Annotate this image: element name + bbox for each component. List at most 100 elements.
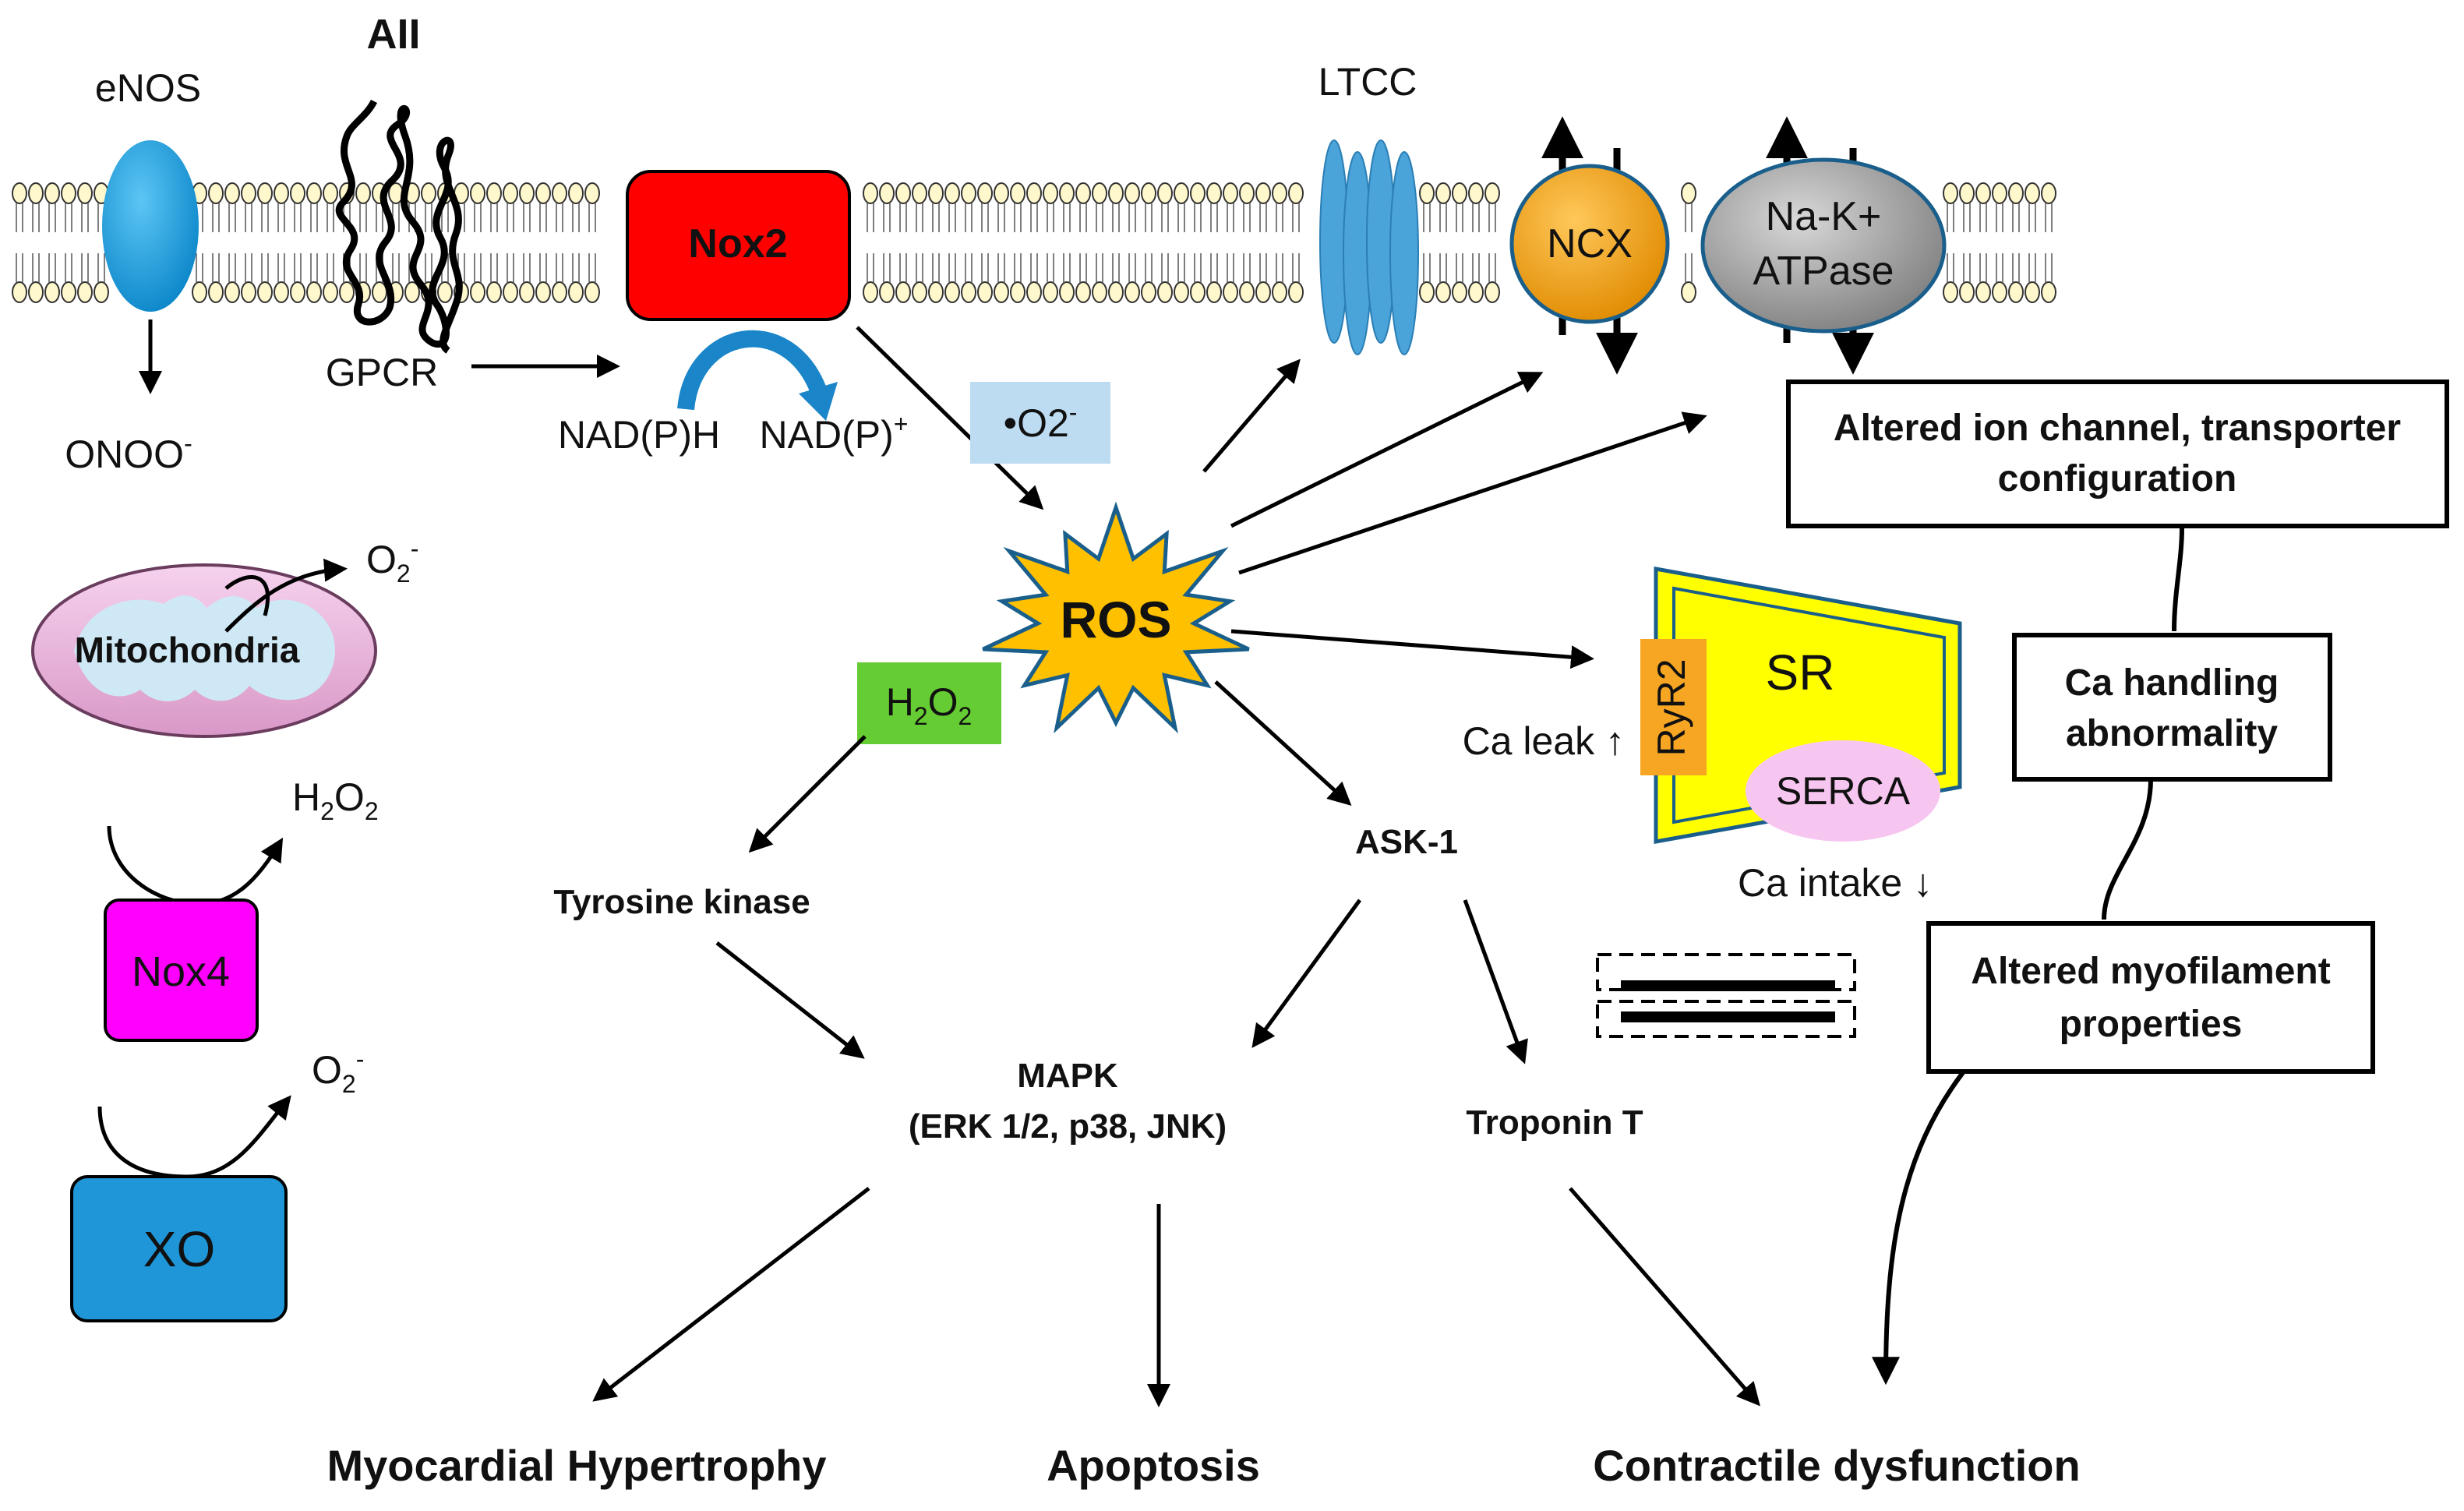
mapk-to-hypertrophy-arrow xyxy=(592,1187,870,1402)
ncx-group: NCX xyxy=(1509,116,1670,375)
lipid-tail xyxy=(261,253,269,283)
lipid-head xyxy=(961,182,976,204)
lipid-head xyxy=(928,281,944,303)
lipid-head xyxy=(961,281,976,303)
lipid-tail xyxy=(16,203,23,232)
lipid-head xyxy=(1026,281,1042,303)
lipid-tail xyxy=(965,253,973,283)
ros-group: ROS xyxy=(982,501,1250,734)
troponin-label: Troponin T xyxy=(1466,1103,1643,1142)
lipid-head xyxy=(1484,182,1500,204)
mito-arrow xyxy=(224,558,348,633)
nak-atpase-group: Na-K+ ATPase xyxy=(1700,116,1947,375)
xo-product-label: O2- xyxy=(312,1045,364,1098)
lipid-tail xyxy=(1292,253,1300,283)
lipid-head xyxy=(257,182,273,204)
onoo-label: ONOO- xyxy=(65,429,192,476)
nox2-label: Nox2 xyxy=(688,221,787,267)
lipid-head xyxy=(224,182,240,204)
lipid-tail xyxy=(539,203,547,232)
lipid-tail xyxy=(1210,253,1218,283)
tyrosine-kinase-label: Tyrosine kinase xyxy=(553,883,810,921)
lipid-tail xyxy=(327,253,334,283)
thick-filament-1 xyxy=(1621,980,1835,991)
lipid-head xyxy=(584,182,600,204)
lipid-tail xyxy=(425,253,432,283)
lipid-head xyxy=(28,281,44,303)
lipid-tail xyxy=(261,203,269,232)
hypertrophy-label: Myocardial Hypertrophy xyxy=(327,1441,826,1490)
mitochondria-group: Mitochondria O2- xyxy=(31,535,418,738)
lipid-tail xyxy=(359,203,367,232)
lipid-tail xyxy=(81,253,89,283)
lipid-tail xyxy=(359,253,367,283)
lipid-head xyxy=(2041,281,2056,303)
lipid-head xyxy=(437,281,453,303)
lipid-tail xyxy=(539,253,547,283)
lipid-head xyxy=(1288,182,1304,204)
superoxide-label: •O2- xyxy=(1004,398,1078,445)
sr-mid-highlight xyxy=(1663,576,1953,632)
lipid-head xyxy=(912,182,927,204)
lipid-tail xyxy=(965,203,973,232)
lipid-head xyxy=(1157,182,1173,204)
lipid-head xyxy=(1484,281,1500,303)
serca-label: SERCA xyxy=(1776,769,1911,813)
lipid-tail xyxy=(1276,203,1283,232)
lipid-head xyxy=(1255,281,1271,303)
lipid-tail xyxy=(1145,253,1153,283)
lipid-head xyxy=(1223,182,1238,204)
lipid-head xyxy=(1975,182,1991,204)
lipid-head xyxy=(944,281,960,303)
lipid-head xyxy=(863,182,878,204)
lipid-head xyxy=(486,281,502,303)
xo-box xyxy=(70,1175,288,1322)
lipid-head xyxy=(568,281,584,303)
mitochondria-label: Mitochondria xyxy=(75,630,300,670)
lipid-tail xyxy=(1227,203,1234,232)
lipid-tail xyxy=(916,253,923,283)
lipid-tail xyxy=(1145,203,1153,232)
lipid-tail xyxy=(245,203,252,232)
lipid-tail xyxy=(981,203,989,232)
ros-label: ROS xyxy=(1060,591,1171,648)
lipid-tail xyxy=(523,253,531,283)
lipid-tail xyxy=(948,253,956,283)
lipid-tail xyxy=(32,253,40,283)
lipid-tail xyxy=(997,203,1005,232)
lipid-tail xyxy=(1177,203,1185,232)
h2o2-group: H2O2 xyxy=(857,662,1001,744)
lipid-tail xyxy=(883,253,891,283)
lipid-tail xyxy=(1947,203,1954,232)
lipid-tail xyxy=(212,203,220,232)
lipid-tail xyxy=(1472,253,1480,283)
lipid-head xyxy=(1468,182,1484,204)
lipid-head xyxy=(44,281,60,303)
nox4-box xyxy=(104,898,259,1042)
lipid-head xyxy=(94,281,109,303)
lipid-head xyxy=(879,182,895,204)
lipid-tail xyxy=(310,253,318,283)
lipid-head xyxy=(1075,281,1091,303)
lipid-tail xyxy=(1423,253,1431,283)
ca-handling-box xyxy=(2012,633,2332,782)
ask1-to-troponin-arrow xyxy=(1463,899,1528,1064)
lipid-tail xyxy=(1161,253,1169,283)
lipid-head xyxy=(994,182,1009,204)
mito-curve-short xyxy=(224,575,270,616)
lipid-head xyxy=(1239,281,1255,303)
lipid-tail xyxy=(1014,253,1022,283)
lipid-tail xyxy=(81,203,89,232)
lipid-tail xyxy=(2012,203,2020,232)
xo-group: O2- XO xyxy=(70,1045,364,1322)
lipid-tail xyxy=(1963,253,1971,283)
lipid-tail xyxy=(474,253,482,283)
lipid-head xyxy=(323,281,338,303)
lipid-head xyxy=(44,182,60,204)
lipid-tail xyxy=(1488,203,1496,232)
lipid-head xyxy=(568,182,584,204)
lipid-head xyxy=(1108,182,1124,204)
h2o2-box xyxy=(857,662,1001,744)
lipid-tail xyxy=(294,203,302,232)
